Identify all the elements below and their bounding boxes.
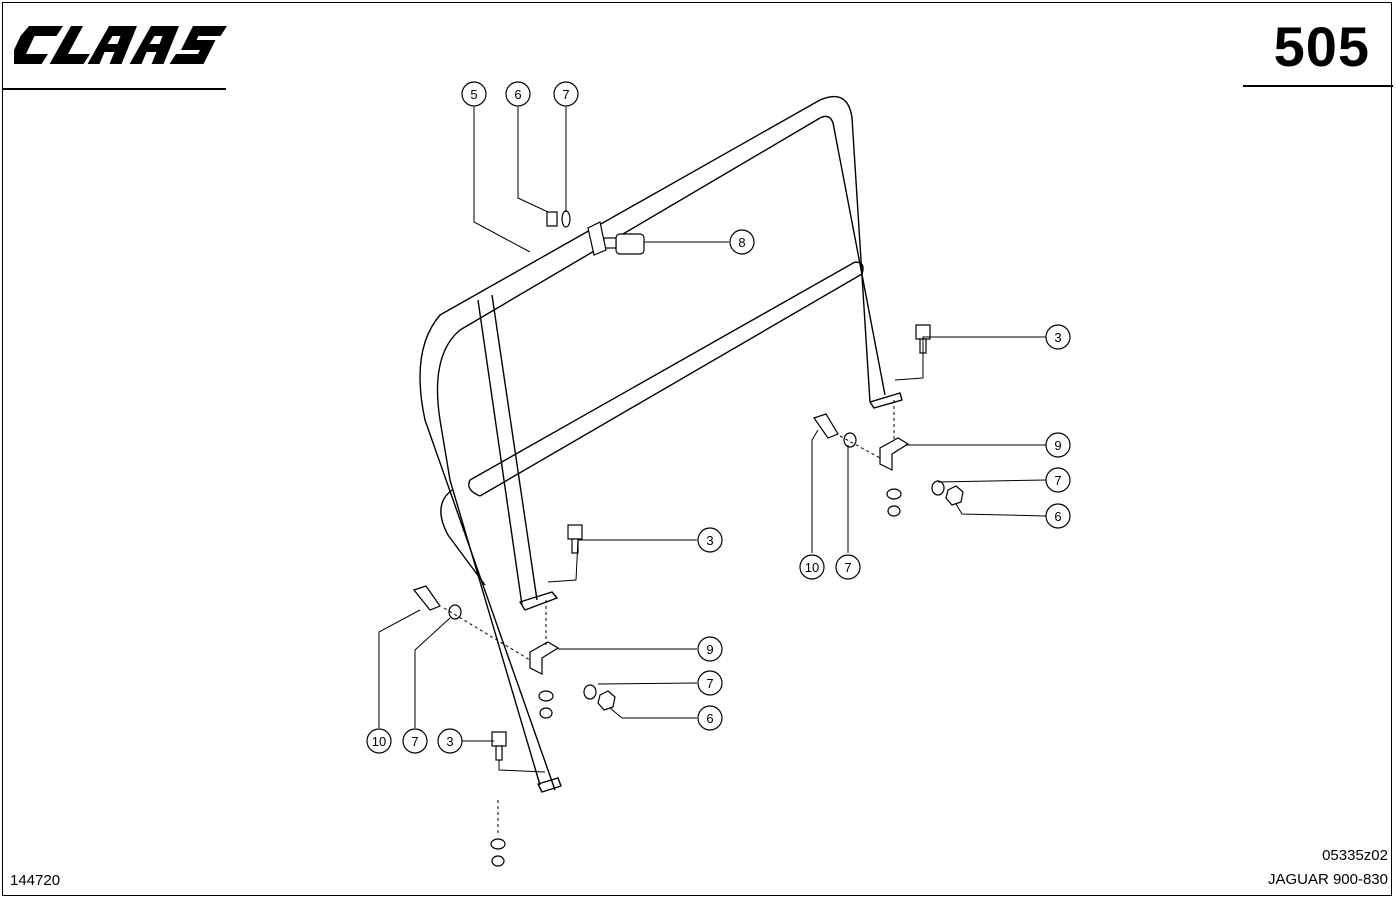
- callouts: 5 6 7 8 3 9 7 6 10 7 3 9 7 6 10 7 3: [366, 81, 1071, 754]
- callout-6: 6: [505, 81, 531, 107]
- washer-icon: [843, 432, 857, 448]
- callout-3: 3: [437, 728, 463, 754]
- buffer-bracket-icon: [587, 221, 607, 256]
- svg-text:5: 5: [470, 87, 477, 102]
- svg-text:9: 9: [1054, 438, 1061, 453]
- assembly-lines: [443, 400, 895, 835]
- washer-icon: [583, 684, 597, 700]
- svg-text:10: 10: [372, 734, 386, 749]
- callout-10: 10: [799, 554, 825, 580]
- document-number: 144720: [10, 872, 61, 889]
- svg-text:7: 7: [562, 87, 569, 102]
- header-rule-right: [1243, 85, 1393, 87]
- claas-logo: [7, 22, 234, 73]
- page-number: 505: [1273, 15, 1370, 78]
- nut-icon: [945, 485, 964, 506]
- callout-3: 3: [697, 527, 723, 553]
- bolt-icon: [412, 585, 441, 611]
- callout-6: 6: [1045, 503, 1071, 529]
- washer-icon: [538, 690, 554, 702]
- callout-8: 8: [729, 229, 755, 255]
- washer-icon: [448, 604, 462, 620]
- svg-text:7: 7: [411, 734, 418, 749]
- washer-icon: [490, 838, 506, 850]
- bracket-icon: [529, 641, 560, 675]
- callout-7: 7: [835, 554, 861, 580]
- washer-icon: [931, 480, 945, 496]
- svg-text:7: 7: [1054, 473, 1061, 488]
- nut-icon: [546, 211, 558, 227]
- nut-icon: [539, 707, 553, 719]
- svg-text:6: 6: [706, 711, 713, 726]
- bolt-head-icon: [491, 731, 507, 747]
- callout-5: 5: [461, 81, 487, 107]
- nut-icon: [887, 505, 901, 517]
- bolt-head-icon: [567, 524, 583, 540]
- nut-icon: [491, 855, 505, 867]
- svg-text:6: 6: [514, 87, 521, 102]
- washer-icon: [561, 210, 571, 228]
- bolt-icon: [813, 413, 839, 439]
- callout-9: 9: [697, 636, 723, 662]
- bolt-shank-icon: [495, 745, 503, 761]
- header-rule-left: [2, 88, 226, 90]
- svg-text:3: 3: [1054, 330, 1061, 345]
- svg-text:3: 3: [706, 533, 713, 548]
- svg-text:6: 6: [1054, 509, 1061, 524]
- svg-text:9: 9: [706, 642, 713, 657]
- rubber-buffer-icon: [615, 233, 645, 255]
- svg-text:7: 7: [844, 560, 851, 575]
- svg-text:3: 3: [446, 734, 453, 749]
- model-name: JAGUAR 900-830: [1267, 871, 1388, 888]
- hardware-parts: [412, 210, 964, 867]
- svg-text:7: 7: [706, 676, 713, 691]
- callout-6: 6: [697, 705, 723, 731]
- frame-tube: [419, 95, 903, 793]
- callout-3: 3: [1045, 324, 1071, 350]
- callout-9: 9: [1045, 432, 1071, 458]
- bracket-icon: [879, 437, 910, 471]
- nut-icon: [597, 690, 616, 711]
- svg-text:8: 8: [738, 235, 745, 250]
- svg-text:10: 10: [805, 560, 819, 575]
- drawing-code: 05335z02: [1322, 847, 1388, 864]
- leader-lines: [378, 107, 1047, 773]
- callout-7: 7: [402, 728, 428, 754]
- callout-7: 7: [697, 670, 723, 696]
- callout-7: 7: [553, 81, 579, 107]
- callout-7: 7: [1045, 467, 1071, 493]
- callout-10: 10: [366, 728, 392, 754]
- washer-icon: [886, 488, 902, 500]
